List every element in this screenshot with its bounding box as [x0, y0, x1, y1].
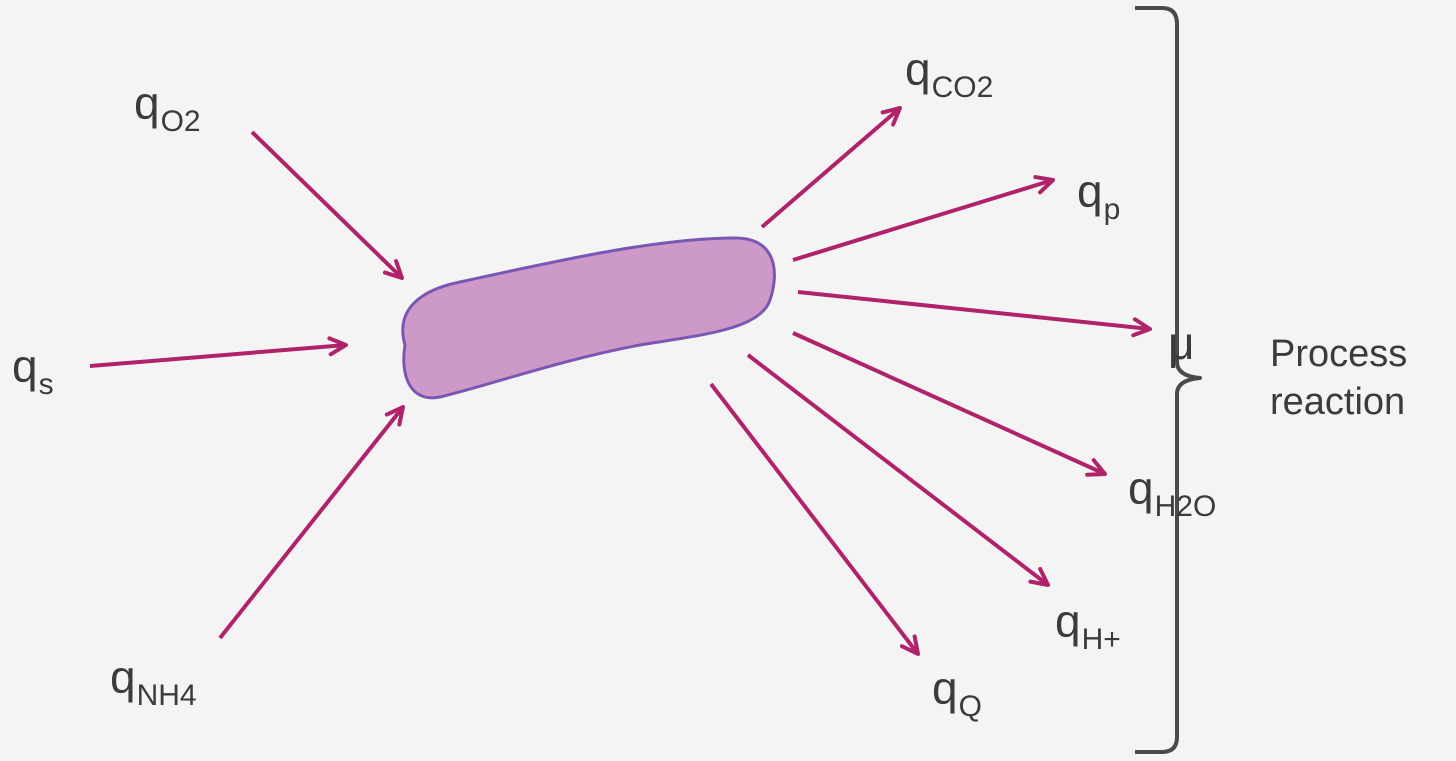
- label-q-s-base: q: [12, 340, 38, 392]
- label-q-o2-sub: O2: [161, 105, 201, 138]
- label-q-nh4-sub: NH4: [137, 679, 197, 712]
- label-q-o2-base: q: [134, 77, 160, 129]
- label-q-p-sub: p: [1104, 193, 1121, 226]
- label-q-hplus: qH+: [1055, 598, 1121, 644]
- arrow-p-out: [793, 180, 1053, 260]
- label-mu-symbol: μ: [1168, 317, 1195, 369]
- label-q-co2-sub: CO2: [932, 71, 994, 104]
- label-q-hplus-base: q: [1055, 595, 1081, 647]
- label-q-co2-base: q: [905, 43, 931, 95]
- label-q-o2: qO2: [134, 80, 201, 126]
- label-q-q-sub: Q: [959, 690, 982, 723]
- right-brace: [1135, 8, 1200, 752]
- label-q-q: qQ: [932, 665, 982, 711]
- label-q-nh4: qNH4: [110, 654, 197, 700]
- label-q-co2: qCO2: [905, 46, 993, 92]
- arrow-h2o-out: [793, 333, 1105, 474]
- arrow-hplus-out: [748, 355, 1048, 585]
- label-q-h2o-base: q: [1128, 462, 1154, 514]
- cell-body: [403, 238, 775, 398]
- label-q-s-sub: s: [39, 368, 54, 401]
- process-reaction-caption: Process reaction: [1270, 330, 1407, 426]
- label-q-nh4-base: q: [110, 651, 136, 703]
- caption-line-2: reaction: [1270, 378, 1407, 426]
- label-q-p: qp: [1077, 168, 1120, 214]
- label-mu: μ: [1168, 320, 1195, 366]
- caption-line-1: Process: [1270, 330, 1407, 378]
- label-q-s: qs: [12, 343, 54, 389]
- label-q-h2o: qH2O: [1128, 465, 1216, 511]
- arrow-q-out: [711, 384, 918, 654]
- arrow-o2-in: [252, 132, 402, 278]
- label-q-p-base: q: [1077, 165, 1103, 217]
- label-q-hplus-sub: H+: [1082, 623, 1121, 656]
- arrow-mu-out: [798, 292, 1150, 329]
- arrow-s-in: [90, 345, 346, 366]
- arrow-nh4-in: [220, 407, 403, 638]
- arrow-co2-out: [762, 108, 900, 227]
- label-q-q-base: q: [932, 662, 958, 714]
- label-q-h2o-sub: H2O: [1155, 490, 1217, 523]
